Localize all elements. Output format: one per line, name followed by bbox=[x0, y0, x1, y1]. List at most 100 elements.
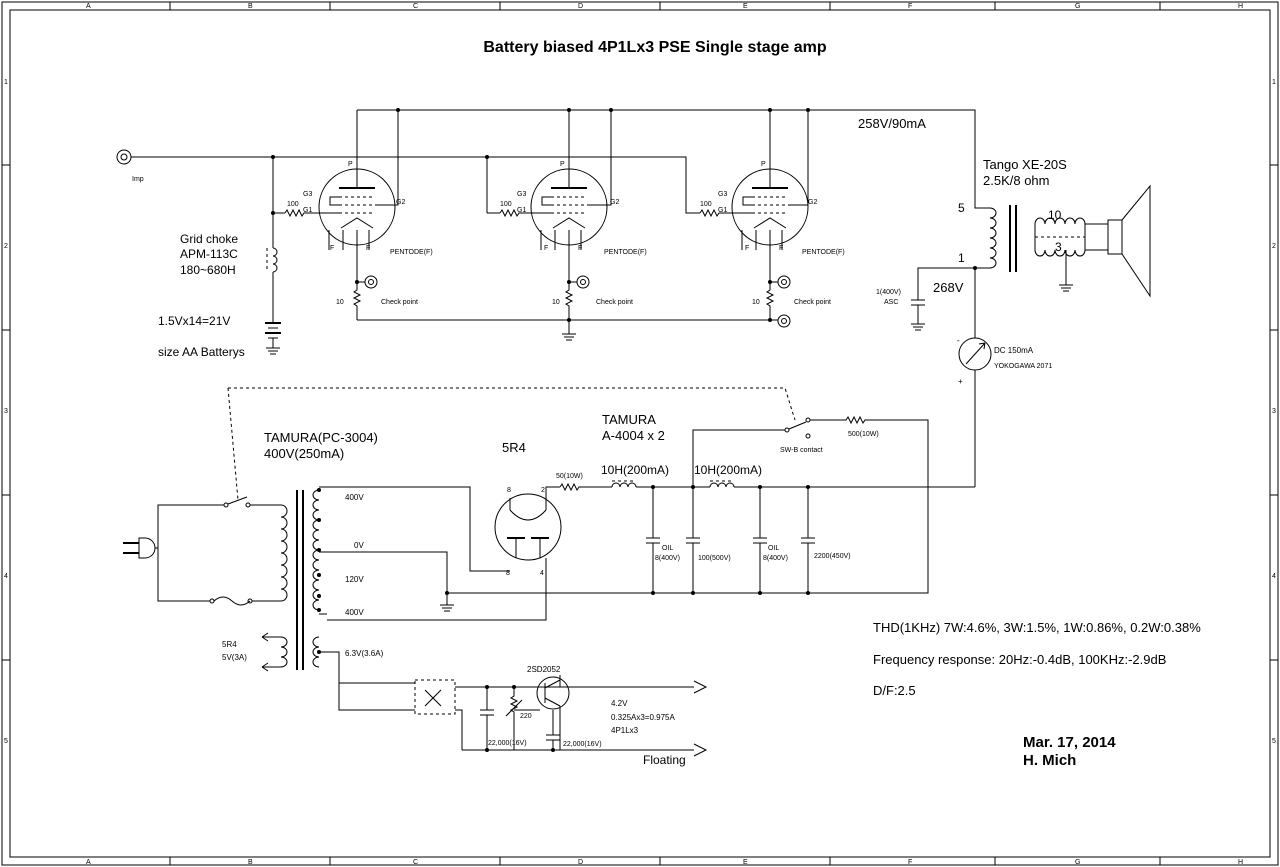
check-point-label: Check point bbox=[794, 299, 831, 306]
battery-line2: size AA Batterys bbox=[158, 345, 245, 359]
row-label: 5 bbox=[1272, 738, 1276, 745]
pt-rating: 400V(250mA) bbox=[264, 446, 344, 461]
tube-v1: P G3 G1 G2 F F PENTODE(F) 100 bbox=[284, 110, 433, 282]
tube-v1-pin-g2: G2 bbox=[396, 199, 405, 206]
tube-v2: P G3 G1 G2 F F PENTODE(F) 100 bbox=[499, 110, 647, 282]
asc-capacitor: 1(400V) ASC bbox=[876, 289, 925, 331]
tube-v2-grid-r: 100 bbox=[500, 201, 512, 208]
meter-line1: DC 150mA bbox=[994, 346, 1034, 355]
col-label: B bbox=[248, 859, 253, 866]
rectifier-5r4: 5R4 8 2 4 8 bbox=[494, 440, 562, 577]
b-plus-label: 268V bbox=[933, 280, 964, 295]
col-label: F bbox=[908, 859, 912, 866]
regulator-out-3: 4P1Lx3 bbox=[611, 726, 639, 735]
row-label: 1 bbox=[4, 79, 8, 86]
rectifier-pin-4: 4 bbox=[540, 570, 544, 577]
row-label: 2 bbox=[1272, 243, 1276, 250]
tube-v3-pin-f: F bbox=[779, 245, 783, 252]
tube-v2-pin-f: F bbox=[544, 245, 548, 252]
tube-v3-pin-p: P bbox=[761, 161, 766, 168]
spec-df: D/F:2.5 bbox=[873, 683, 916, 698]
tube-v3-grid-r: 100 bbox=[700, 201, 712, 208]
col-label: E bbox=[743, 3, 748, 10]
ot-name: Tango XE-20S bbox=[983, 157, 1067, 172]
row-label: 3 bbox=[1272, 408, 1276, 415]
pt-name: TAMURA(PC-3004) bbox=[264, 430, 378, 445]
heater-regulator: 2SD2052 220 22,000(16V) 22,000(16V) 4.2V… bbox=[414, 665, 708, 767]
tube-v1-pin-f: F bbox=[330, 245, 334, 252]
col-label: G bbox=[1075, 3, 1080, 10]
choke-l2: 10H(200mA) bbox=[694, 463, 762, 477]
col-label: C bbox=[413, 3, 418, 10]
pt-tap-0: 0V bbox=[354, 541, 364, 550]
filter-r2: 500(10W) bbox=[848, 431, 879, 438]
pt-tap-120: 120V bbox=[345, 575, 364, 584]
choke-spec: A-4004 x 2 bbox=[602, 428, 665, 443]
row-label: 2 bbox=[4, 243, 8, 250]
filter-r1: 50(10W) bbox=[556, 473, 583, 480]
meter-plus: + bbox=[958, 377, 963, 386]
signature-block: Mar. 17, 2014 H. Mich bbox=[1023, 734, 1116, 769]
col-label: B bbox=[248, 3, 253, 10]
col-label: C bbox=[413, 859, 418, 866]
filter-oil2-b: 8(400V) bbox=[763, 555, 788, 562]
choke-l1: 10H(200mA) bbox=[601, 463, 669, 477]
row-label: 4 bbox=[4, 573, 8, 580]
spec-freq: Frequency response: 20Hz:-0.4dB, 100KHz:… bbox=[873, 652, 1166, 667]
filter-oil1-b: 8(400V) bbox=[655, 555, 680, 562]
col-label: A bbox=[86, 3, 91, 10]
border-row-labels: 1 2 3 4 5 1 2 3 4 5 bbox=[4, 79, 1276, 745]
power-plug-icon bbox=[123, 537, 156, 559]
asc-type: ASC bbox=[884, 299, 898, 306]
row-label: 4 bbox=[1272, 573, 1276, 580]
filter-oil2-a: OIL bbox=[768, 545, 779, 552]
cathode-r-label: 10 bbox=[336, 299, 344, 306]
tube-v1-pin-f: F bbox=[366, 245, 370, 252]
col-label: F bbox=[908, 3, 912, 10]
spec-thd: THD(1KHz) 7W:4.6%, 3W:1.5%, 1W:0.86%, 0.… bbox=[873, 620, 1201, 635]
pt-heater-5r4-b: 5V(3A) bbox=[222, 653, 247, 662]
tube-v2-pin-g3: G3 bbox=[517, 191, 526, 198]
tube-v1-type: PENTODE(F) bbox=[390, 249, 433, 256]
tube-v2-pin-g1: G1 bbox=[517, 207, 526, 214]
filter-elec2: 2200(450V) bbox=[814, 553, 851, 560]
tube-v1-pin-g1: G1 bbox=[303, 207, 312, 214]
power-transformer: TAMURA(PC-3004) 400V(250mA) 400V 0V 120V… bbox=[222, 430, 384, 670]
tube-v1-grid-r: 100 bbox=[287, 201, 299, 208]
meter-minus: - bbox=[957, 336, 960, 345]
signature-author: H. Mich bbox=[1023, 752, 1076, 769]
regulator-out-1: 4.2V bbox=[611, 699, 628, 708]
filter-oil1-a: OIL bbox=[662, 545, 673, 552]
row-label: 5 bbox=[4, 738, 8, 745]
meter-icon: DC 150mA YOKOGAWA 2071 - + bbox=[957, 336, 1052, 487]
regulator-cap1: 22,000(16V) bbox=[488, 740, 527, 747]
page-title: Battery biased 4P1Lx3 PSE Single stage a… bbox=[483, 39, 826, 56]
choke-name: TAMURA bbox=[602, 412, 656, 427]
spec-block: THD(1KHz) 7W:4.6%, 3W:1.5%, 1W:0.86%, 0.… bbox=[873, 620, 1201, 698]
tube-v2-pin-p: P bbox=[560, 161, 565, 168]
col-label: D bbox=[578, 859, 583, 866]
filter-network: 50(10W) 10H(200mA) 10H(200mA) OIL 8(400V… bbox=[556, 412, 975, 595]
grid-choke-line1: Grid choke bbox=[180, 232, 238, 246]
speaker-icon bbox=[1107, 184, 1151, 298]
col-label: G bbox=[1075, 859, 1080, 866]
supply-top-label: 258V/90mA bbox=[858, 116, 926, 131]
tube-v2-type: PENTODE(F) bbox=[604, 249, 647, 256]
ot-pin-1: 1 bbox=[958, 251, 965, 265]
grid-choke-line2: APM-113C bbox=[180, 247, 238, 261]
bias-battery: 1.5Vx14=21V size AA Batterys bbox=[158, 314, 281, 359]
ot-spec: 2.5K/8 ohm bbox=[983, 173, 1050, 188]
tube-v1-pin-p: P bbox=[348, 161, 353, 168]
border-column-labels: A B C D E F G H A B C D E F G H bbox=[86, 3, 1243, 866]
tube-v3: P G3 G1 G2 F F PENTODE(F) 100 bbox=[699, 110, 845, 282]
ot-pin-10: 10 bbox=[1048, 208, 1062, 222]
filter-elec1: 100(500V) bbox=[698, 555, 731, 562]
rectifier-pin-2: 2 bbox=[541, 487, 545, 494]
tube-v3-pin-g2: G2 bbox=[808, 199, 817, 206]
col-label: A bbox=[86, 859, 91, 866]
pt-tap-400-bottom: 400V bbox=[345, 608, 364, 617]
regulator-transistor: 2SD2052 bbox=[527, 665, 561, 674]
